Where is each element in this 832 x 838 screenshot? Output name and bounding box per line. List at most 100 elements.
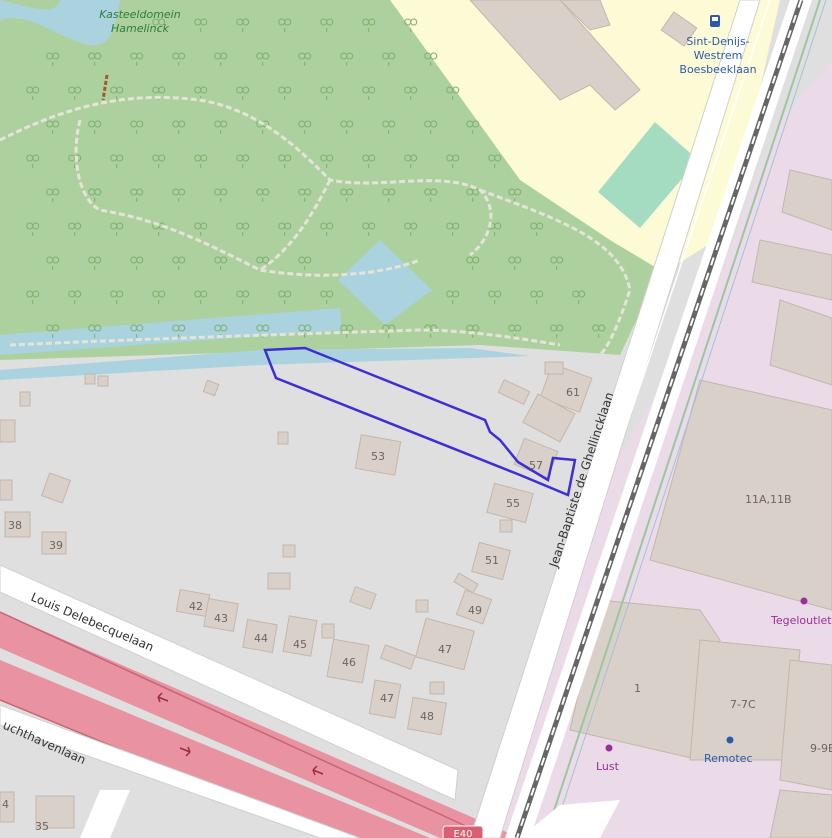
tree-icon xyxy=(172,120,186,134)
poi-lust-icon[interactable] xyxy=(605,744,613,752)
stop-name-line3: Boesbeeklaan xyxy=(679,63,756,76)
tree-icon xyxy=(88,188,102,202)
house-number: 42 xyxy=(189,600,203,613)
delebecque-road xyxy=(0,564,459,801)
road-ref: E40 xyxy=(453,829,472,838)
tree-icon xyxy=(26,222,40,236)
tree-icon xyxy=(152,154,166,168)
tree-icon xyxy=(88,120,102,134)
tree-icon xyxy=(256,188,270,202)
tree-icon xyxy=(68,222,82,236)
tree-icon xyxy=(194,154,208,168)
house-number: 51 xyxy=(485,554,499,567)
house-number: 57 xyxy=(529,459,543,472)
house-number: 35 xyxy=(35,820,49,833)
industrial-number: 9-9B xyxy=(810,742,832,755)
house-number: 44 xyxy=(254,632,268,645)
poi-remotec-icon[interactable] xyxy=(726,736,734,744)
tree-icon xyxy=(382,52,396,66)
tree-icon xyxy=(26,86,40,100)
residential-buildings xyxy=(0,361,593,829)
tree-icon xyxy=(530,290,544,304)
side-road xyxy=(80,790,130,838)
tree-icon xyxy=(466,256,480,270)
tree-icon xyxy=(298,52,312,66)
railway-dash xyxy=(516,0,802,838)
tree-icon xyxy=(172,324,186,338)
tree-icon xyxy=(446,222,460,236)
tree-icon xyxy=(466,120,480,134)
park-name-line2: Hamelinck xyxy=(111,22,170,35)
parcel-outline[interactable] xyxy=(263,346,577,497)
tree-icon xyxy=(194,290,208,304)
tree-icon xyxy=(446,154,460,168)
tree-icon xyxy=(424,188,438,202)
road-bottom xyxy=(520,800,620,838)
poi-lust-label: Lust xyxy=(596,760,620,773)
tree-icon xyxy=(110,290,124,304)
road-shield xyxy=(442,825,484,838)
tree-icon xyxy=(236,290,250,304)
tree-icon xyxy=(68,290,82,304)
house-number: 43 xyxy=(214,612,228,625)
tree-icon xyxy=(572,290,586,304)
water-top-left xyxy=(0,0,120,46)
tree-icon xyxy=(530,222,544,236)
tree-icon xyxy=(46,52,60,66)
tree-icon xyxy=(172,52,186,66)
tree-icon xyxy=(298,256,312,270)
tree-icon xyxy=(46,256,60,270)
tree-icon xyxy=(278,154,292,168)
park-name-line1: Kasteeldomein xyxy=(99,8,180,21)
industrial-buildings xyxy=(569,169,832,838)
tree-icon xyxy=(404,222,418,236)
industrial-number: 1 xyxy=(634,682,641,695)
house-number: 61 xyxy=(566,386,580,399)
tree-icon xyxy=(424,120,438,134)
tree-icon xyxy=(508,256,522,270)
tree-icon xyxy=(214,256,228,270)
tree-pattern xyxy=(26,18,606,338)
house-number: 38 xyxy=(8,519,22,532)
tree-icon xyxy=(550,256,564,270)
tree-icon xyxy=(236,154,250,168)
tree-icon xyxy=(340,120,354,134)
tree-icon xyxy=(340,324,354,338)
luchthaven-road xyxy=(0,704,361,838)
tree-icon xyxy=(214,52,228,66)
direction-arrows xyxy=(157,692,324,776)
sports-field xyxy=(598,122,698,228)
motorway xyxy=(0,611,520,838)
poi-remotec-label: Remotec xyxy=(704,752,753,765)
industrial-number: 7-7C xyxy=(730,698,756,711)
tree-icon xyxy=(592,324,606,338)
tree-icon xyxy=(88,256,102,270)
tree-icon xyxy=(46,120,60,134)
house-number: 48 xyxy=(420,710,434,723)
poi-tegeloutlet-icon[interactable] xyxy=(800,597,808,605)
house-number: 39 xyxy=(49,539,63,552)
tree-icon xyxy=(68,86,82,100)
tree-icon xyxy=(278,222,292,236)
tree-icon xyxy=(26,154,40,168)
tree-icon xyxy=(320,154,334,168)
tree-icon xyxy=(362,18,376,32)
tree-icon xyxy=(298,120,312,134)
park-paths xyxy=(0,95,632,357)
tree-icon xyxy=(46,188,60,202)
tree-icon xyxy=(362,222,376,236)
tree-icon xyxy=(130,120,144,134)
tree-icon xyxy=(130,324,144,338)
tree-icon xyxy=(382,188,396,202)
tree-icon xyxy=(340,52,354,66)
house-number: 53 xyxy=(371,450,385,463)
house-number: 45 xyxy=(293,638,307,651)
tree-icon xyxy=(130,52,144,66)
tree-icon xyxy=(446,86,460,100)
tree-icon xyxy=(172,188,186,202)
tree-icon xyxy=(130,188,144,202)
tree-icon xyxy=(340,188,354,202)
pond xyxy=(338,240,432,325)
tree-icon xyxy=(194,18,208,32)
